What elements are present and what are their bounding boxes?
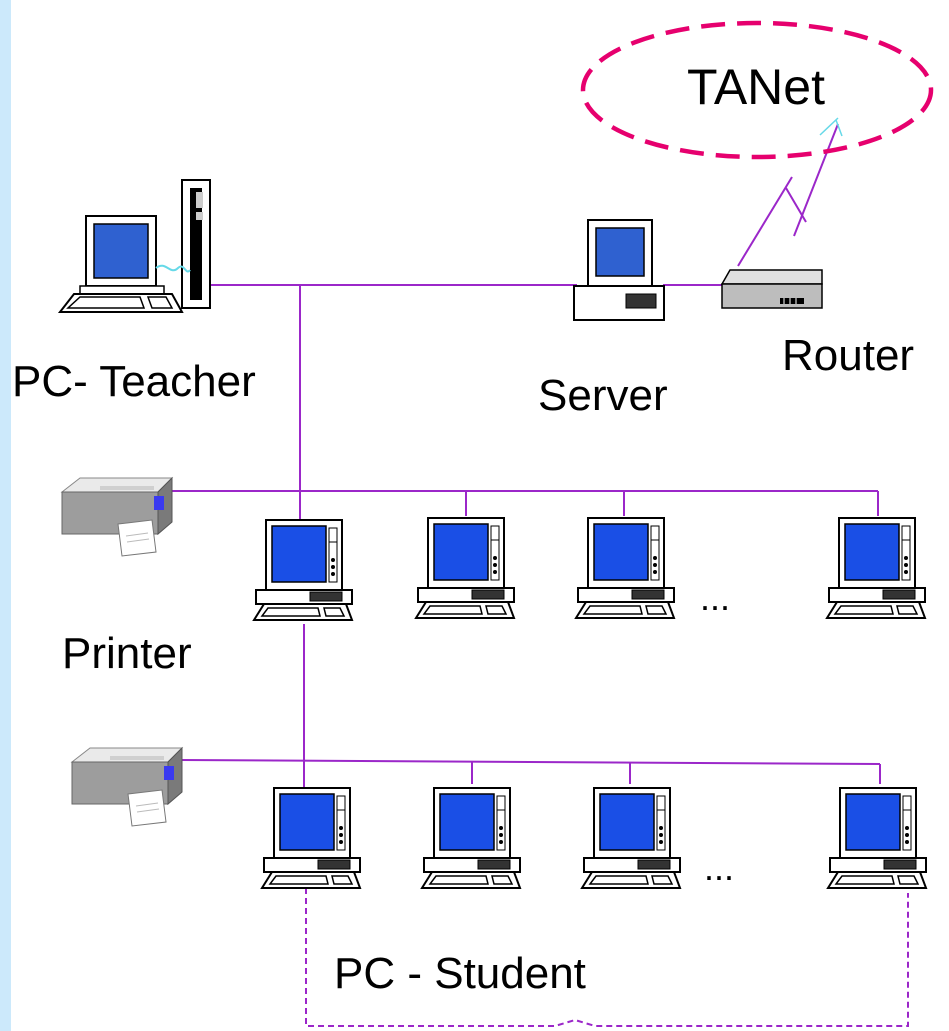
server-label: Server [538, 371, 668, 420]
pc-icon [415, 517, 515, 619]
pc-icon [581, 787, 681, 889]
router-label: Router [782, 331, 914, 380]
student-label: PC - Student [334, 949, 586, 998]
teacher-label: PC- Teacher [12, 357, 256, 406]
row2-ellipsis: ... [704, 847, 734, 888]
network-links [170, 123, 909, 1027]
row1-ellipsis: ... [700, 577, 730, 618]
router-icon [720, 269, 823, 309]
teacher-pc-icon [57, 179, 211, 313]
pc-icon [575, 517, 675, 619]
pc-icon [253, 519, 353, 621]
pc-icon [827, 787, 927, 889]
left-stripe [0, 0, 11, 1031]
pc-icon [826, 517, 926, 619]
printer-icon [71, 747, 183, 827]
printer-label: Printer [62, 629, 192, 678]
pc-icon [421, 787, 521, 889]
tanet-cloud [580, 20, 934, 160]
cloud-link-marks [819, 117, 843, 137]
tanet-label: TANet [687, 59, 825, 115]
printer-icon [61, 477, 173, 557]
server-pc-icon [573, 219, 665, 321]
pc-icon [261, 787, 361, 889]
